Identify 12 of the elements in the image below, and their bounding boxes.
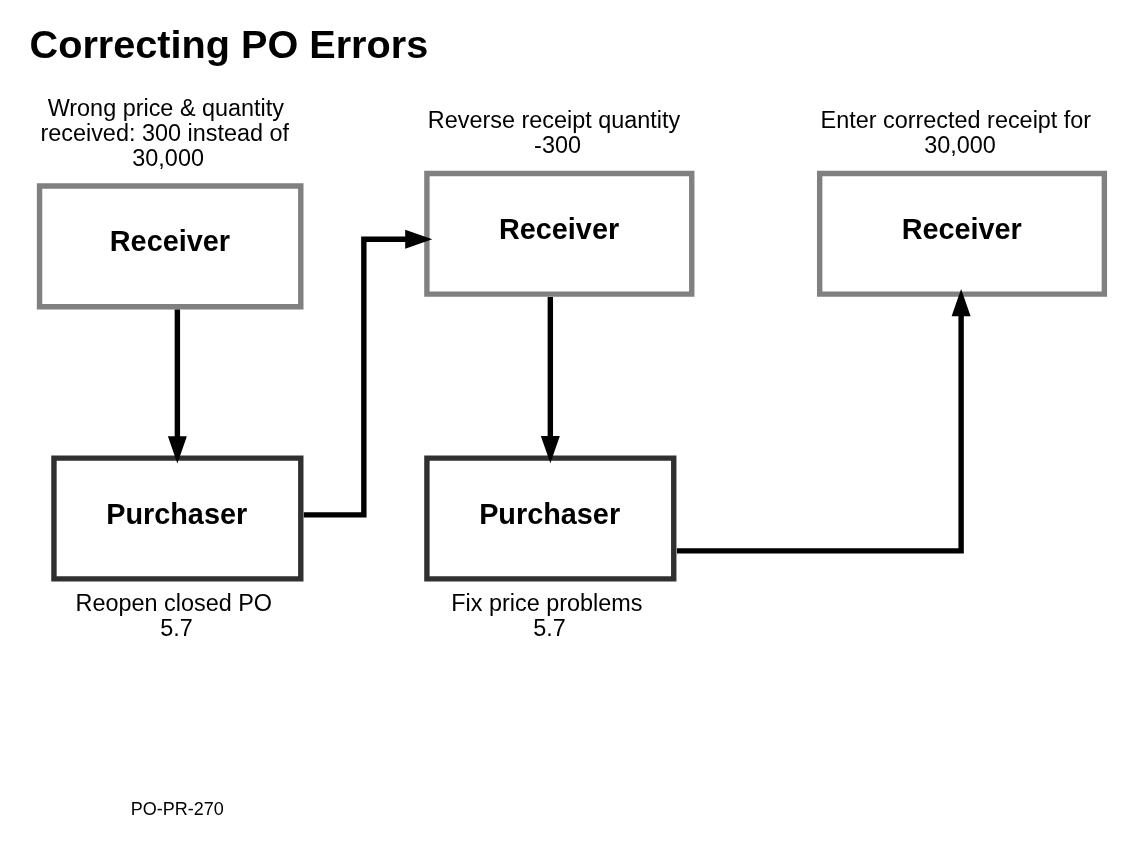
node-label: Wrong price & quantity received: 300 instead of 30,000 xyxy=(40,94,289,171)
node-label: Reverse receipt quantity -300 xyxy=(427,106,681,158)
node-label: 5.7 xyxy=(160,614,193,641)
node-label: Enter corrected receipt for 30,000 xyxy=(820,106,1092,158)
arrow xyxy=(303,229,433,518)
diagram-title: Correcting PO Errors xyxy=(29,21,429,66)
label: PO-PR-270 xyxy=(130,798,224,819)
arrow xyxy=(167,309,187,463)
arrow xyxy=(540,296,560,463)
node-label: Reopen closed PO xyxy=(75,589,273,616)
node-label: Fix price problems xyxy=(451,589,643,616)
arrow xyxy=(676,288,971,554)
